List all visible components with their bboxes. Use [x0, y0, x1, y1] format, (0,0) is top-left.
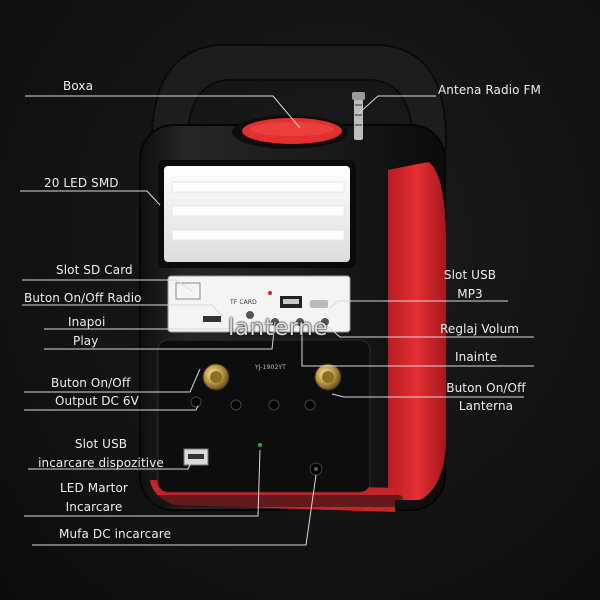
label-slot-sd: Slot SD Card	[56, 263, 133, 277]
control-panel	[157, 339, 371, 493]
label-slot-usb-charge-line1: Slot USB	[74, 437, 128, 451]
label-boxa: Boxa	[63, 79, 94, 93]
label-led-martor: LED Martor Incarcare	[44, 481, 144, 514]
led-panel	[158, 160, 356, 268]
label-led-smd: 20 LED SMD	[44, 176, 119, 190]
label-lanterna-line2: Lanterna	[458, 399, 514, 413]
label-buton-onoff: Buton On/Off	[51, 376, 131, 390]
tf-card-print: TF CARD	[230, 299, 257, 306]
label-inapoi: Inapoi	[68, 315, 106, 329]
label-reglaj-volum: Reglaj Volum	[440, 322, 520, 336]
label-slot-usb-mp3-line1: Slot USB	[443, 268, 497, 282]
label-slot-usb-mp3: Slot USB MP3	[440, 268, 500, 301]
mp3-module	[167, 275, 351, 333]
label-led-martor-line1: LED Martor	[60, 481, 128, 495]
fm-antenna	[352, 92, 365, 140]
label-mufa-dc: Mufa DC incarcare	[59, 527, 172, 541]
leader-lines	[20, 95, 534, 546]
label-buton-radio: Buton On/Off Radio	[24, 291, 142, 305]
handle	[150, 44, 448, 151]
model-print: YJ-1902YT	[255, 364, 286, 371]
label-lanterna: Buton On/Off Lanterna	[436, 381, 536, 413]
label-output-dc: Output DC 6V	[55, 394, 139, 408]
label-slot-usb-charge: Slot USB incarcare dispozitive	[16, 437, 186, 470]
label-lanterna-line1: Buton On/Off	[446, 381, 526, 395]
watermark: lanterne	[228, 315, 329, 341]
label-slot-usb-charge-line2: incarcare dispozitive	[38, 456, 164, 470]
label-inainte: Inainte	[455, 350, 498, 364]
speaker	[232, 115, 348, 149]
label-led-martor-line2: Incarcare	[65, 500, 123, 514]
label-slot-usb-mp3-line2: MP3	[457, 287, 483, 301]
label-antena: Antena Radio FM	[438, 83, 541, 97]
label-play: Play	[73, 334, 99, 348]
